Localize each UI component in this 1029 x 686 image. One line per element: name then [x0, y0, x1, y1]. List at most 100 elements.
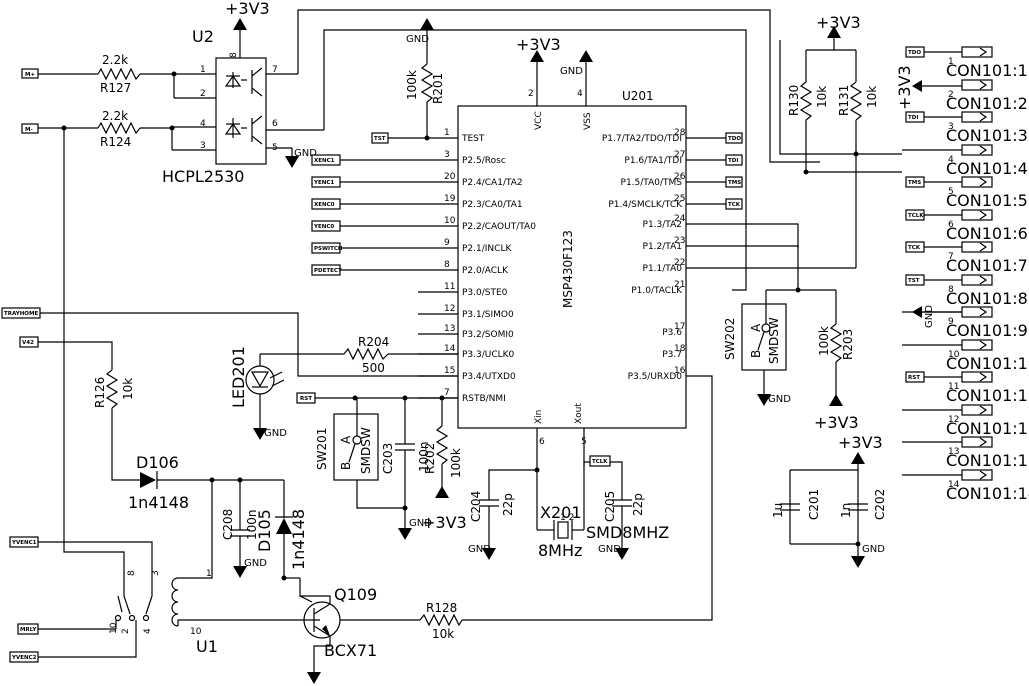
- r203-value: 100k: [817, 326, 831, 356]
- connector-pin-num: 6: [948, 220, 954, 230]
- connector-pin-num: 13: [948, 447, 959, 457]
- pullups-r130-r131: +3V3 R130 10k R131 10k: [686, 13, 902, 291]
- q109-ref: Q109: [334, 585, 377, 604]
- mcu-right-pin-num: 24: [674, 214, 686, 224]
- r131-ref: R131: [837, 85, 851, 116]
- mcu-left-pin-num: 12: [444, 304, 455, 314]
- sw201-ref: SW201: [315, 428, 329, 470]
- mcu-pin-num-5: 5: [581, 437, 587, 447]
- r124-ref: R124: [100, 135, 131, 149]
- vcc-supply-label: +3V3: [516, 35, 561, 54]
- relay-pin-10: 10: [190, 627, 202, 637]
- mcu-right-pin-num: 25: [674, 194, 685, 204]
- connector-pin-label: CON101:8: [946, 289, 1028, 308]
- mcu-left-pin-num: 8: [444, 260, 450, 270]
- connector-pin-label: CON101:6: [946, 224, 1028, 243]
- mcu-left-pin-num: 14: [444, 344, 456, 354]
- flag-left: XENC0: [314, 202, 335, 208]
- flag-left: PSWITCH: [314, 246, 343, 252]
- mcu-left-pin-name: P3.3/UCLK0: [462, 350, 515, 360]
- connector-pin-num: 14: [948, 480, 960, 490]
- u2-pin-8: 8: [229, 52, 239, 58]
- connector-pin-num: 10: [948, 350, 960, 360]
- r203-ref: R203: [841, 329, 855, 360]
- mcu-left-pin-name: RSTB/NMI: [462, 394, 506, 404]
- mcu-pin-name-xin: Xin: [534, 410, 544, 424]
- connector-flag: TMS: [908, 180, 921, 186]
- r128-value: 10k: [432, 627, 454, 641]
- r130-ref: R130: [787, 85, 801, 116]
- c204-value: 22p: [501, 493, 515, 516]
- mcu-right-pin-name: P3.7: [662, 350, 682, 360]
- vss-gnd: GND: [560, 50, 593, 77]
- c202-ref: C202: [873, 489, 887, 520]
- mcu-left-pin-num: 9: [444, 238, 450, 248]
- trayhome-net: TRAYHOME: [1, 307, 458, 377]
- r126-ref: R126: [93, 377, 107, 408]
- u2-pin-7: 7: [272, 65, 278, 75]
- mcu-left-pin-num: 1: [444, 128, 450, 138]
- sw202-a: A: [749, 323, 763, 332]
- relay-ref: U1: [196, 637, 218, 656]
- flag-left: YENC1: [313, 180, 334, 186]
- mcu-part: MSP430F123: [561, 230, 575, 308]
- mcu-pin-num-2: 2: [528, 89, 534, 99]
- relay-pin-3: 3: [151, 570, 161, 576]
- r130-value: 10k: [815, 86, 829, 108]
- mcu-right-pins: 28P1.7/TA2/TDO/TDI27P1.6/TA1/TDI26P1.5/T…: [602, 128, 726, 382]
- mcu-right-pin-name: P1.7/TA2/TDO/TDI: [602, 134, 682, 144]
- d106-part: 1n4148: [128, 493, 189, 512]
- r131-value: 10k: [865, 86, 879, 108]
- relay-pin-2: 2: [121, 628, 131, 634]
- connector-pin-num: 1: [948, 57, 954, 67]
- relay-pin-10b: 10: [109, 622, 119, 634]
- flag-m-minus: M-: [25, 127, 33, 133]
- mcu-left-pin-name: P2.3/CA0/TA1: [462, 200, 523, 210]
- connector-pin-label: CON101:12: [946, 419, 1029, 438]
- mcu-left-pin-name: P3.2/SOMI0: [462, 330, 514, 340]
- mcu-left-pin-name: P3.4/UTXD0: [462, 372, 516, 382]
- q109-part: BCX71: [324, 641, 377, 660]
- mcu-left-pin-name: P3.1/SIMO0: [462, 310, 514, 320]
- mcu-right-pin-name: P1.2/TA1: [643, 242, 682, 252]
- optocoupler-u2: U2 HCPL2530 +3V3 8 GND 1 2: [162, 0, 324, 186]
- mcu-body: [457, 105, 687, 429]
- c205-value: 22p: [631, 493, 645, 516]
- r204-value: 500: [362, 361, 385, 375]
- mcu-right-pin-name: P1.3/TA2: [643, 220, 682, 230]
- flag-trayhome: TRAYHOME: [4, 311, 38, 317]
- r201-value: 100k: [405, 70, 419, 100]
- motor-inputs: M+ M- 2.2k R127 2.2k R124: [21, 53, 177, 149]
- connector-pin-num: 8: [948, 285, 954, 295]
- con-supply-label: +3V3: [895, 65, 914, 110]
- r201: GND 100k R201: [405, 18, 445, 141]
- flag-right: TCK: [728, 202, 741, 208]
- sw201-b: B: [339, 462, 353, 470]
- sw201-a: A: [339, 435, 353, 444]
- c203-gnd-label: GND: [409, 518, 432, 529]
- crystal-ref: X201: [540, 503, 582, 522]
- mcu-left-pin-name: P2.2/CAOUT/TA0: [462, 222, 536, 232]
- r126-value: 10k: [121, 378, 135, 400]
- c203-value: 100n: [417, 441, 431, 472]
- u2-ref: U2: [192, 27, 214, 46]
- mcu-left-pin-num: 11: [444, 282, 455, 292]
- r202-value: 100k: [449, 448, 463, 478]
- c208-value: 100n: [245, 509, 259, 540]
- r201-gnd-label: GND: [406, 34, 429, 45]
- c208-gnd-label: GND: [244, 558, 267, 569]
- switch-sw202: SW202 SMDSW A B GND: [723, 287, 801, 406]
- d105-part: 1n4148: [289, 509, 308, 570]
- crystal-freq: 8MHz: [538, 541, 582, 560]
- mcu-right-pin-name: P1.5/TA0/TMS: [621, 178, 683, 188]
- mcu-left-pins: 1TEST3P2.5/Rosc20P2.4/CA1/TA219P2.3/CA0/…: [418, 128, 536, 404]
- flag-tclk: TCLK: [592, 459, 608, 465]
- connector-pin-label: CON101:9: [946, 321, 1028, 340]
- c204-gnd-label: GND: [468, 544, 491, 555]
- led201-gnd-label: GND: [264, 428, 287, 439]
- mcu-left-pin-num: 7: [444, 388, 450, 398]
- connector-pin-num: 2: [948, 90, 954, 100]
- mcu-pin-num-4: 4: [577, 89, 583, 99]
